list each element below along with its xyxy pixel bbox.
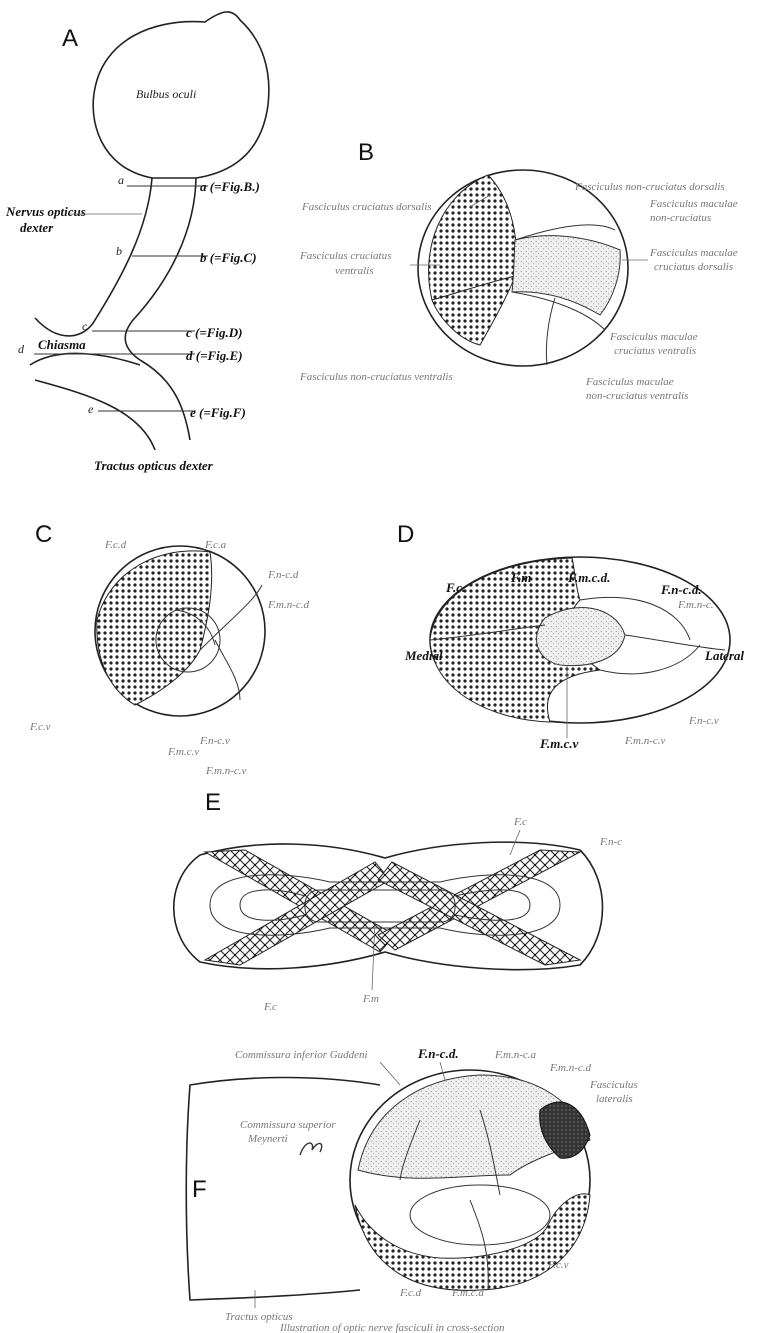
panel-label-e: E	[205, 789, 221, 816]
f-signature-mark	[300, 1143, 322, 1155]
f-fncd: F.n-c.d.	[417, 1046, 459, 1061]
f-leader-1	[380, 1062, 400, 1085]
f-comm-sup-2: Meynerti	[247, 1133, 288, 1145]
f-fcd: F.c.d	[399, 1287, 422, 1299]
d-fmcv: F.m.c.v	[539, 736, 579, 751]
d-fncd: F.n-c.d.	[660, 582, 702, 597]
b-fmncv-2: non-cruciatus ventralis	[586, 390, 688, 402]
point-d: d	[18, 342, 25, 356]
e-fc-bottom: F.c	[263, 1001, 277, 1013]
b-fcv-2: ventralis	[335, 265, 374, 277]
c-fcd: F.c.d	[104, 539, 127, 551]
d-macula	[537, 608, 625, 666]
d-medial: Medial	[404, 648, 443, 663]
b-fmcv-1: Fasciculus maculae	[609, 331, 698, 343]
figure-c: C F.c.d F.c.a F.n-c.d F.m.n-c.d F.c.v F.…	[29, 521, 310, 777]
e-cross-band-1	[205, 850, 395, 952]
figure-a: A Bulbus oculi a b c d e a (=Fig.B.) b (…	[5, 12, 269, 473]
f-leader-2	[440, 1062, 445, 1080]
nervus-label-2: dexter	[20, 220, 54, 235]
d-fm: F.m	[510, 570, 531, 585]
b-fncd: Fasciculus non-cruciatus dorsalis	[574, 181, 725, 193]
point-c: c	[82, 319, 88, 333]
panel-label-d: D	[397, 521, 414, 548]
figure-caption: Illustration of optic nerve fasciculi in…	[279, 1322, 505, 1333]
d-fmnc: F.m.n-c.	[677, 599, 714, 611]
d-fncv: F.n-c.v	[688, 715, 719, 727]
c-fmcv: F.m.c.v	[167, 746, 199, 758]
panel-label-f: F	[192, 1176, 207, 1203]
nerve-left-edge	[35, 178, 152, 336]
c-crossed	[97, 551, 212, 705]
d-lateral: Lateral	[704, 648, 744, 663]
f-fasc-lat-2: lateralis	[596, 1093, 633, 1105]
d-fc: F.c.	[445, 580, 465, 595]
ref-d: d (=Fig.E)	[186, 348, 243, 363]
b-fmncv-1: Fasciculus maculae	[585, 376, 674, 388]
b-fcv-1: Fasciculus cruciatus	[299, 250, 391, 262]
e-cross-band-3	[205, 862, 390, 965]
b-macula	[512, 236, 620, 315]
chiasma-lower	[30, 353, 140, 365]
f-comm-sup-1: Commissura superior	[240, 1119, 336, 1131]
c-fmncv: F.m.n-c.v	[205, 765, 247, 777]
c-fncv: F.n-c.v	[199, 735, 230, 747]
d-fmncv: F.m.n-c.v	[624, 735, 666, 747]
ref-e: e (=Fig.F)	[190, 405, 246, 420]
nervus-label-1: Nervus opticus	[5, 204, 86, 219]
e-cross-band-4	[378, 862, 580, 965]
point-a: a	[118, 173, 124, 187]
f-fasc-lat-1: Fasciculus	[589, 1079, 638, 1091]
b-fmcd-1: Fasciculus maculae	[649, 247, 738, 259]
e-fm: F.m	[362, 993, 379, 1005]
panel-label-b: B	[358, 139, 374, 166]
chiasma-label: Chiasma	[38, 337, 86, 352]
figure-b: B Fasciculus cruciatus dorsalis Fascicul…	[299, 139, 738, 402]
b-fmcv-2: cruciatus ventralis	[614, 345, 696, 357]
ref-c: c (=Fig.D)	[186, 325, 243, 340]
b-div-3	[546, 298, 555, 365]
f-crossed	[355, 1194, 590, 1291]
figure-d: D F.c. F.m F.m.c.d. F.n-c.d. F.m.n-c. Me…	[397, 521, 744, 751]
bulbus-oculi-label: Bulbus oculi	[136, 87, 196, 101]
figure-f: F Commissura inferior Guddeni F.n-c.d. F…	[186, 1046, 637, 1323]
figure-e: E F.c F.n-c F.c F.m	[174, 789, 622, 1013]
point-b: b	[116, 244, 122, 258]
f-fmca: F.m.c.a	[451, 1287, 484, 1299]
tractus-label: Tractus opticus dexter	[94, 458, 214, 473]
c-fcv: F.c.v	[29, 721, 51, 733]
c-fncd: F.n-c.d	[267, 569, 299, 581]
b-fncv: Fasciculus non-cruciatus ventralis	[299, 371, 453, 383]
e-fnc: F.n-c	[599, 836, 622, 848]
f-fmnca: F.m.n-c.a	[494, 1049, 537, 1061]
nerve-right-edge	[125, 178, 196, 440]
f-comm-inf: Commissura inferior Guddeni	[235, 1049, 368, 1061]
e-fc-top: F.c	[513, 816, 527, 828]
f-fmncd: F.m.n-c.d	[549, 1062, 592, 1074]
f-fcv: F.c.v	[547, 1259, 569, 1271]
b-fmcd-2: cruciatus dorsalis	[654, 261, 733, 273]
f-macula	[410, 1185, 550, 1245]
d-fmcd: F.m.c.d.	[567, 570, 610, 585]
panel-label-a: A	[62, 25, 78, 52]
ref-b: b (=Fig.C)	[200, 250, 257, 265]
tract-left-edge	[35, 380, 155, 450]
point-e: e	[88, 402, 94, 416]
c-fca: F.c.a	[204, 539, 227, 551]
ref-a: a (=Fig.B.)	[200, 179, 260, 194]
panel-label-c: C	[35, 521, 52, 548]
b-fmncd-1: Fasciculus maculae	[649, 198, 738, 210]
b-fmncd-2: non-cruciatus	[650, 212, 711, 224]
c-fmncd: F.m.n-c.d	[267, 599, 310, 611]
b-fcd: Fasciculus cruciatus dorsalis	[301, 201, 432, 213]
